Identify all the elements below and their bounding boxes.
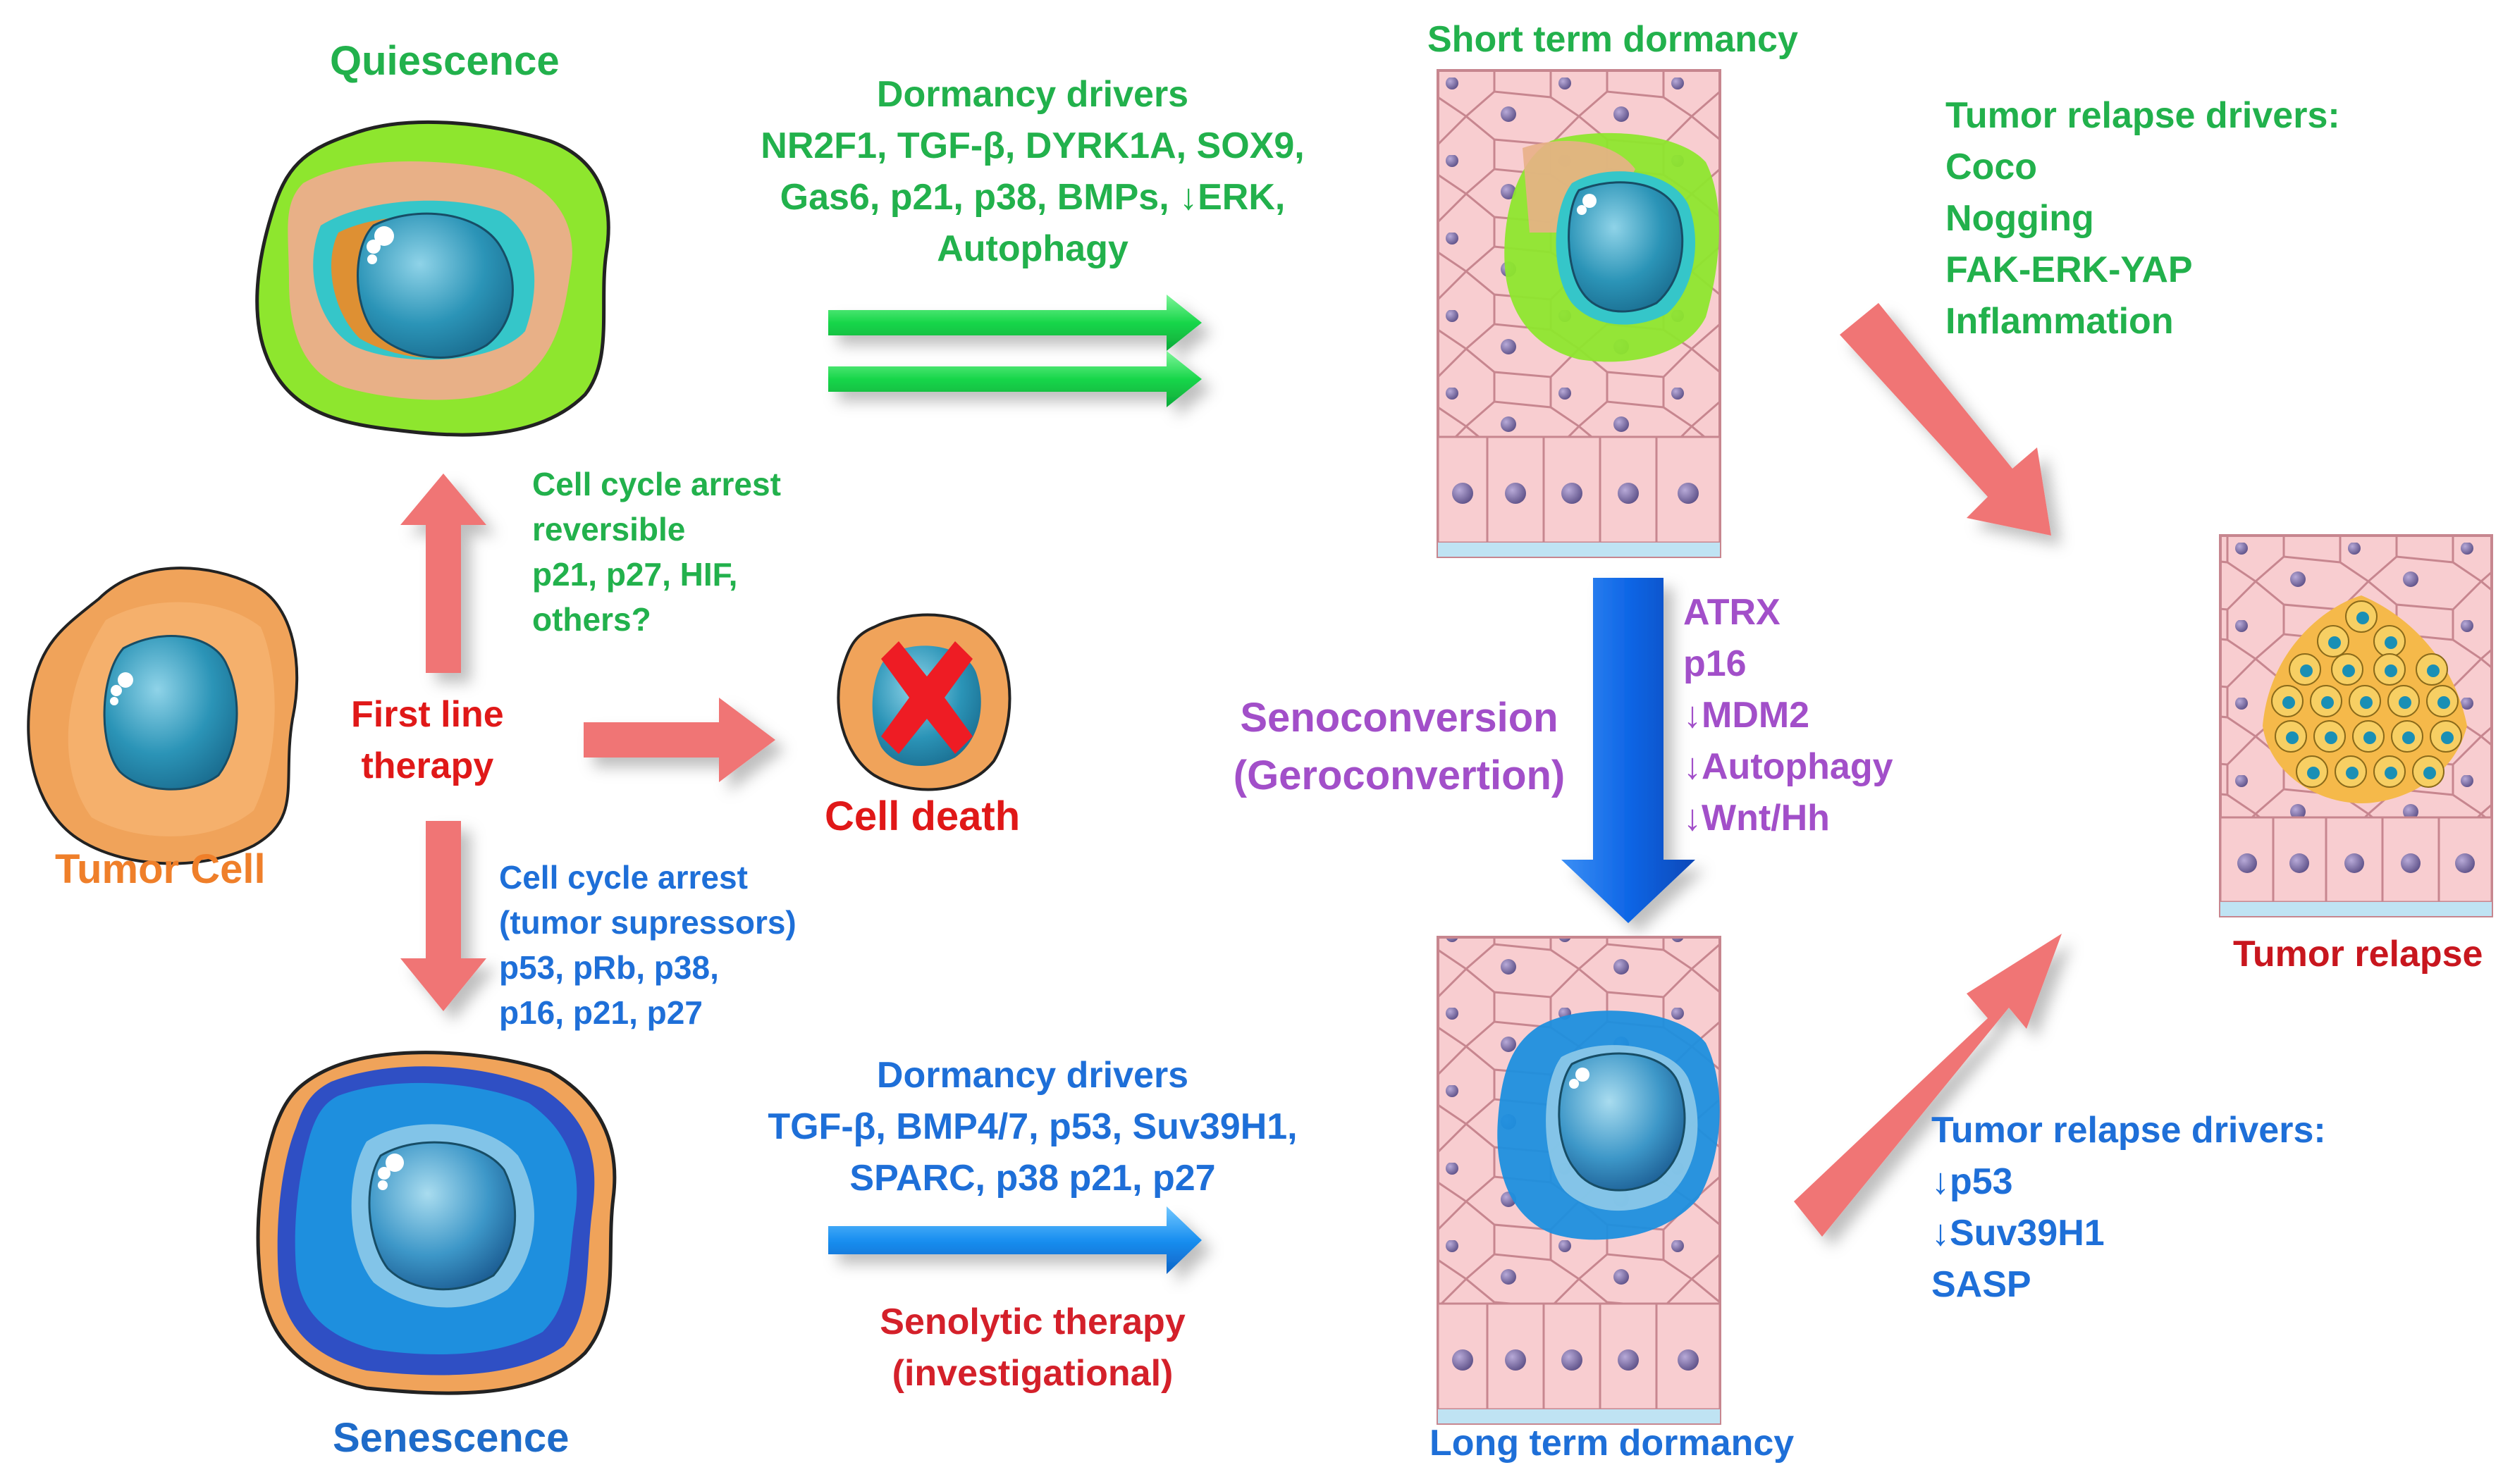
arrow-short-term-to-relapse xyxy=(1840,303,2051,536)
green-double-arrow xyxy=(828,295,1202,407)
dead-cell-icon xyxy=(837,613,1011,791)
dormancy-drivers-bottom-label: Dormancy drivers TGF-β, BMP4/7, p53, Suv… xyxy=(768,1055,1298,1199)
cell-death-label: Cell death xyxy=(825,793,1021,839)
senolytic-therapy-label: Senolytic therapy (investigational) xyxy=(880,1301,1186,1394)
senescence-label: Senescence xyxy=(333,1415,570,1461)
arrest-suppressors-label: Cell cycle arrest (tumor supressors) p53… xyxy=(499,859,797,1031)
blue-vertical-arrow xyxy=(1561,578,1695,923)
senoconversion-label: Senoconversion (Geroconvertion) xyxy=(1233,695,1566,798)
quiescent-cell-icon xyxy=(255,120,610,437)
blue-horizontal-arrow xyxy=(828,1206,1202,1274)
relapse-drivers-top-label: Tumor relapse drivers: Coco Nogging FAK-… xyxy=(1945,95,2340,342)
relapse-drivers-bottom-label: Tumor relapse drivers: ↓p53 ↓Suv39H1 SAS… xyxy=(1931,1110,2326,1305)
senoconversion-drivers-label: ATRX p16 ↓MDM2 ↓Autophagy ↓Wnt/Hh xyxy=(1683,592,1893,839)
first-line-therapy-label: First line therapy xyxy=(351,694,504,786)
arrow-to-cell-death xyxy=(584,698,775,782)
arrow-up-to-quiescence xyxy=(400,474,486,673)
arrow-down-to-senescence xyxy=(400,821,486,1011)
tumor-cell-icon xyxy=(27,567,299,865)
tumor-relapse-tissue-icon xyxy=(2219,534,2493,917)
arrow-long-term-to-relapse xyxy=(1794,934,2062,1237)
tumor-cell-cluster xyxy=(2263,595,2467,803)
arrest-reversible-label: Cell cycle arrest reversible p21, p27, H… xyxy=(532,466,781,638)
quiescence-label: Quiescence xyxy=(330,38,560,84)
long-term-tissue-icon xyxy=(1437,936,1721,1425)
short-term-tissue-icon xyxy=(1437,69,1721,558)
short-term-dormancy-label: Short term dormancy xyxy=(1427,19,1798,60)
senescent-cell-icon xyxy=(256,1051,617,1395)
tumor-cell-label: Tumor Cell xyxy=(55,846,266,892)
long-term-dormancy-label: Long term dormancy xyxy=(1429,1423,1795,1464)
dormancy-drivers-top-label: Dormancy drivers NR2F1, TGF-β, DYRK1A, S… xyxy=(761,74,1305,269)
tumor-relapse-label: Tumor relapse xyxy=(2233,934,2483,975)
